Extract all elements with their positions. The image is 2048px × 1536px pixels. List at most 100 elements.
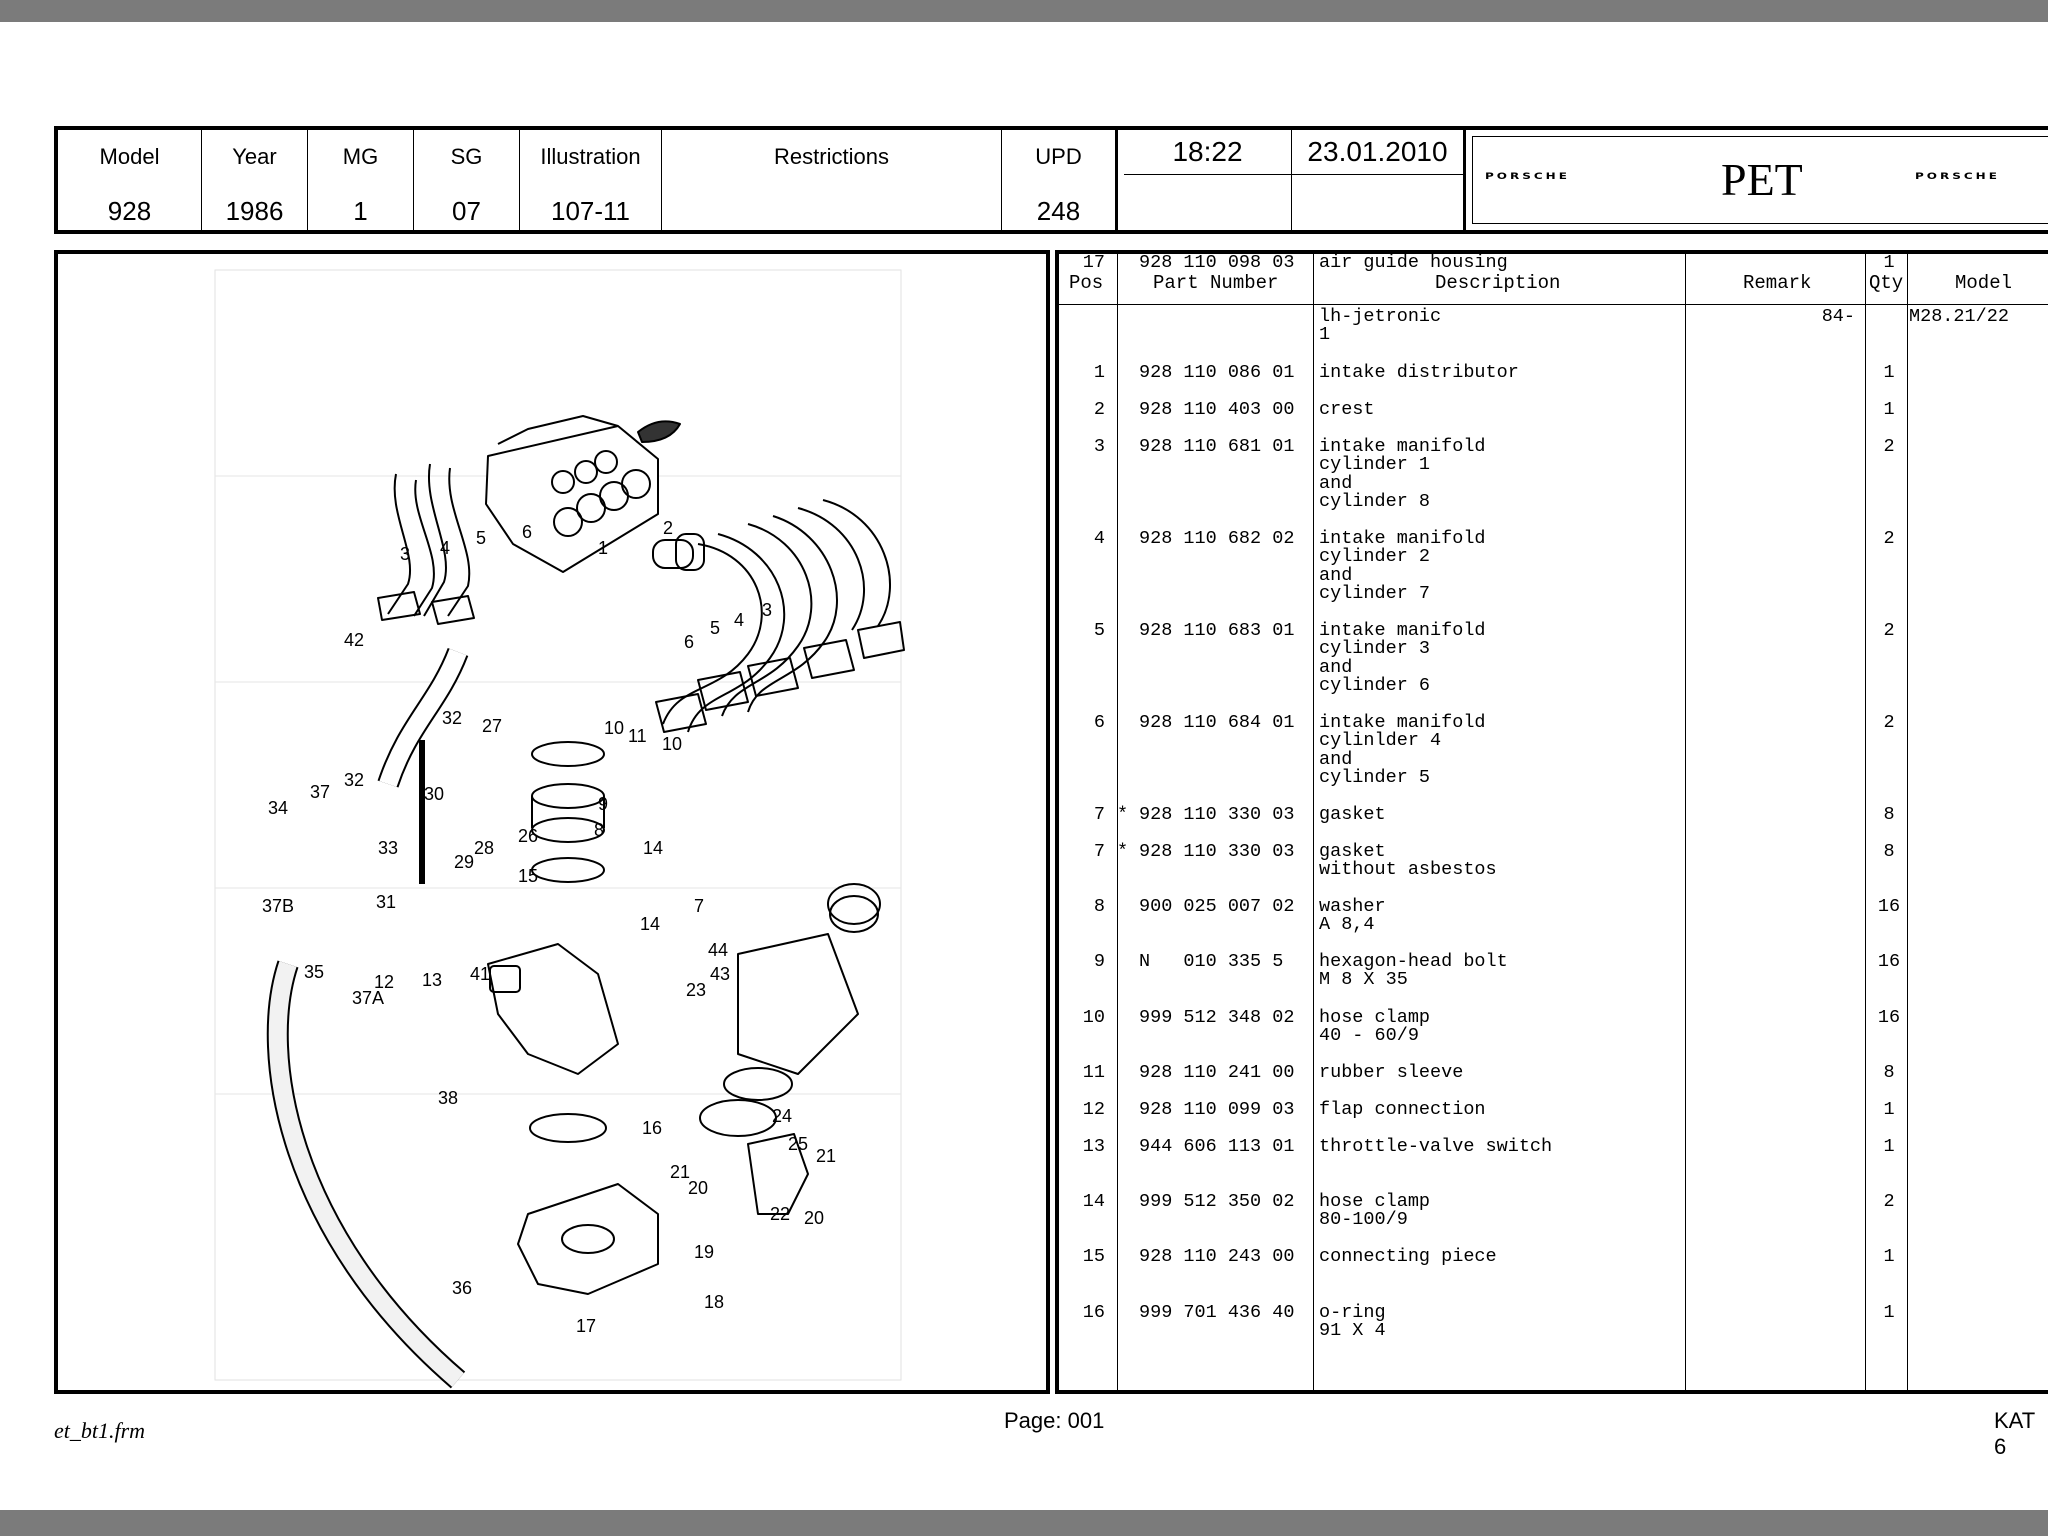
porsche-logo-left: PORSCHE [1485, 171, 1570, 181]
callout-number: 28 [474, 838, 494, 858]
header-label: Model [99, 144, 160, 169]
cell-desc: flap connection [1319, 1099, 1486, 1120]
cell-desc: hexagon-head bolt M 8 X 35 [1319, 951, 1508, 991]
header-label: Restrictions [774, 144, 889, 169]
cell-part: 928 110 086 01 [1139, 362, 1295, 383]
bottom-window-bar [0, 1510, 2048, 1536]
callout-number: 18 [704, 1292, 724, 1312]
column-divider [1313, 254, 1314, 1390]
catalog-header: Model 928 Year 1986 MG 1 SG 07 Illustrat… [54, 126, 2048, 234]
callout-number: 5 [710, 618, 720, 638]
top-window-bar [0, 0, 2048, 22]
cell-part: 999 512 350 02 [1139, 1191, 1295, 1212]
cell-desc: hose clamp 40 - 60/9 [1319, 1007, 1431, 1047]
app-title: PET [1721, 154, 1803, 205]
cell-part: 928 110 684 01 [1139, 712, 1295, 733]
cell-desc: intake manifold cylinder 3 and cylinder … [1319, 620, 1486, 697]
cell-model: M28.21/22 [1909, 306, 2009, 327]
cell-qty: 8 [1883, 804, 1895, 825]
cell-pos: 6 [1093, 712, 1105, 733]
cell-qty: 1 [1883, 252, 1895, 273]
cell-pos: 7 [1093, 804, 1105, 825]
cell-part: 928 110 241 00 [1139, 1062, 1295, 1083]
callout-number: 38 [438, 1088, 458, 1108]
cell-pos: 11 [1082, 1062, 1105, 1083]
header-cell-mg: MG 1 [308, 130, 414, 230]
cell-qty: 16 [1877, 951, 1901, 972]
cell-part: N 010 335 5 [1139, 951, 1284, 972]
cell-part: 928 110 099 03 [1139, 1099, 1295, 1120]
cell-desc: lh-jetronic 1 [1319, 306, 1442, 346]
cell-part: 928 110 330 03 [1139, 804, 1295, 825]
callout-number: 37B [262, 896, 294, 916]
callout-number: 10 [604, 718, 624, 738]
cell-qty: 1 [1883, 1246, 1895, 1267]
callout-number: 2 [663, 518, 673, 538]
callout-number: 6 [522, 522, 532, 542]
cell-desc: gasket [1319, 804, 1386, 825]
cell-desc: crest [1319, 399, 1375, 420]
callout-number: 14 [640, 914, 660, 934]
cell-pos: 8 [1093, 896, 1105, 917]
header-value: 1986 [225, 196, 284, 226]
cell-part: 999 512 348 02 [1139, 1007, 1295, 1028]
cell-pos: 7 [1093, 841, 1105, 862]
header-label: Year [232, 144, 277, 169]
cell-qty: 1 [1883, 1136, 1895, 1157]
callout-number: 30 [424, 784, 444, 804]
cell-desc: intake manifold cylinder 1 and cylinder … [1319, 436, 1486, 513]
cell-desc: o-ring 91 X 4 [1319, 1302, 1386, 1342]
callout-number: 21 [670, 1162, 690, 1182]
header-remark: Remark [1743, 272, 1812, 294]
header-cell-model: Model 928 [58, 130, 202, 230]
cell-desc: gasket without asbestos [1319, 841, 1497, 881]
cell-pos: 9 [1093, 951, 1105, 972]
callout-number: 6 [684, 632, 694, 652]
column-divider [1907, 254, 1908, 1390]
callout-number: 3 [762, 600, 772, 620]
cell-desc: washer A 8,4 [1319, 896, 1386, 936]
callout-number: 11 [628, 726, 647, 746]
callout-number: 37 [310, 782, 330, 802]
cell-desc: air guide housing [1319, 252, 1508, 273]
callout-number: 5 [476, 528, 486, 548]
callout-number: 10 [662, 734, 682, 754]
header-model: Model [1955, 272, 2013, 294]
cell-qty: 2 [1883, 620, 1895, 641]
cell-desc: hose clamp 80-100/9 [1319, 1191, 1431, 1231]
cell-desc: intake manifold cylinder 2 and cylinder … [1319, 528, 1486, 605]
callout-number: 23 [686, 980, 706, 1000]
cell-qty: 8 [1883, 841, 1895, 862]
form-name: et_bt1.frm [54, 1418, 146, 1443]
callout-number: 1 [598, 538, 608, 558]
cell-qty: 16 [1877, 896, 1901, 917]
callout-number: 34 [268, 798, 288, 818]
callout-number: 24 [772, 1106, 792, 1126]
callout-number: 12 [374, 972, 394, 992]
callout-number: 42 [344, 630, 364, 650]
cell-qty: 8 [1883, 1062, 1895, 1083]
cell-qty: 1 [1883, 1302, 1895, 1323]
cell-qty: 1 [1883, 362, 1895, 383]
callout-number: 25 [788, 1134, 808, 1154]
column-divider [1117, 254, 1118, 1390]
cell-pos: 17 [1082, 252, 1105, 273]
callout-number: 44 [708, 940, 728, 960]
parts-table: Pos Part Number Description Remark Qty M… [1055, 250, 2048, 1394]
cell-part: 928 110 098 03 [1139, 252, 1295, 273]
cell-qty: 2 [1883, 712, 1895, 733]
cell-pos: 5 [1093, 620, 1105, 641]
cell-part: 900 025 007 02 [1139, 896, 1295, 917]
cell-part: 928 110 243 00 [1139, 1246, 1295, 1267]
cell-remark: 84- [1821, 306, 1855, 327]
callout-number: 41 [470, 964, 490, 984]
callout-number: 37A [352, 988, 384, 1008]
callout-number: 20 [804, 1208, 824, 1228]
catalog-code: KAT 6 [1994, 1408, 2035, 1459]
cell-desc: intake distributor [1319, 362, 1519, 383]
callout-number: 19 [694, 1242, 714, 1262]
date-cell: 23.01.2010 [1292, 130, 1466, 230]
cell-qty: 1 [1883, 1099, 1895, 1120]
header-part-number: Part Number [1153, 272, 1279, 294]
